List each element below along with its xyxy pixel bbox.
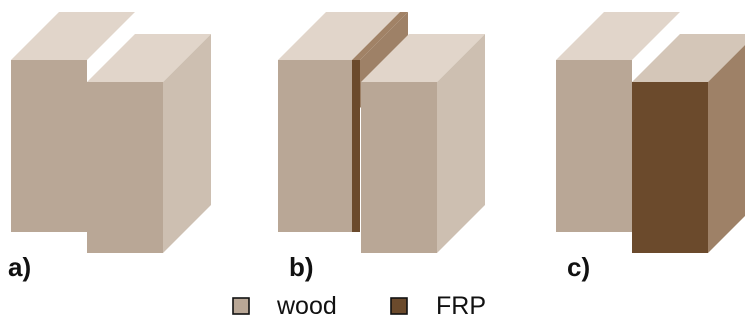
panel-b-front-side [437, 34, 485, 253]
panel-c-frp-top [632, 34, 745, 82]
panel-a-front-face [87, 82, 163, 253]
legend-swatch-wood [232, 297, 250, 315]
panel-b-back-front [278, 60, 352, 232]
legend-label-frp: FRP [436, 292, 486, 320]
panel-b-front-top [361, 34, 485, 82]
panel-b-back-block [278, 12, 400, 232]
panel-c-label: c) [567, 252, 590, 282]
panel-b: b) [278, 12, 485, 282]
legend-label-wood: wood [276, 292, 337, 320]
panel-c-frp-front [632, 82, 708, 253]
panel-c-back-top [556, 12, 680, 60]
panel-c-back-front [556, 60, 632, 232]
panel-c-frp-block [632, 34, 745, 253]
panel-a: a) [8, 12, 211, 282]
panel-b-frp-top [352, 12, 408, 60]
panel-a-back-block [11, 12, 135, 232]
panel-c-back-block [556, 12, 680, 232]
panel-c-frp-side [708, 45, 745, 253]
panel-a-front-top [87, 34, 211, 82]
panel-c: c) [556, 12, 745, 282]
panel-a-front-block [87, 34, 211, 253]
legend-item-frp: FRP [390, 292, 486, 320]
panel-a-front-side [163, 34, 211, 253]
legend-swatch-frp [390, 297, 408, 315]
legend: wood FRP [232, 292, 486, 320]
legend-item-wood: wood [232, 292, 337, 320]
panel-b-label: b) [289, 252, 314, 282]
panel-b-back-top [278, 12, 400, 60]
panel-a-back-top [11, 12, 135, 60]
panel-b-frp-front [352, 60, 360, 232]
panel-a-label: a) [8, 252, 31, 282]
panel-b-front-block [361, 34, 485, 253]
panel-a-back-front [11, 60, 87, 232]
panel-b-front-face [361, 82, 437, 253]
